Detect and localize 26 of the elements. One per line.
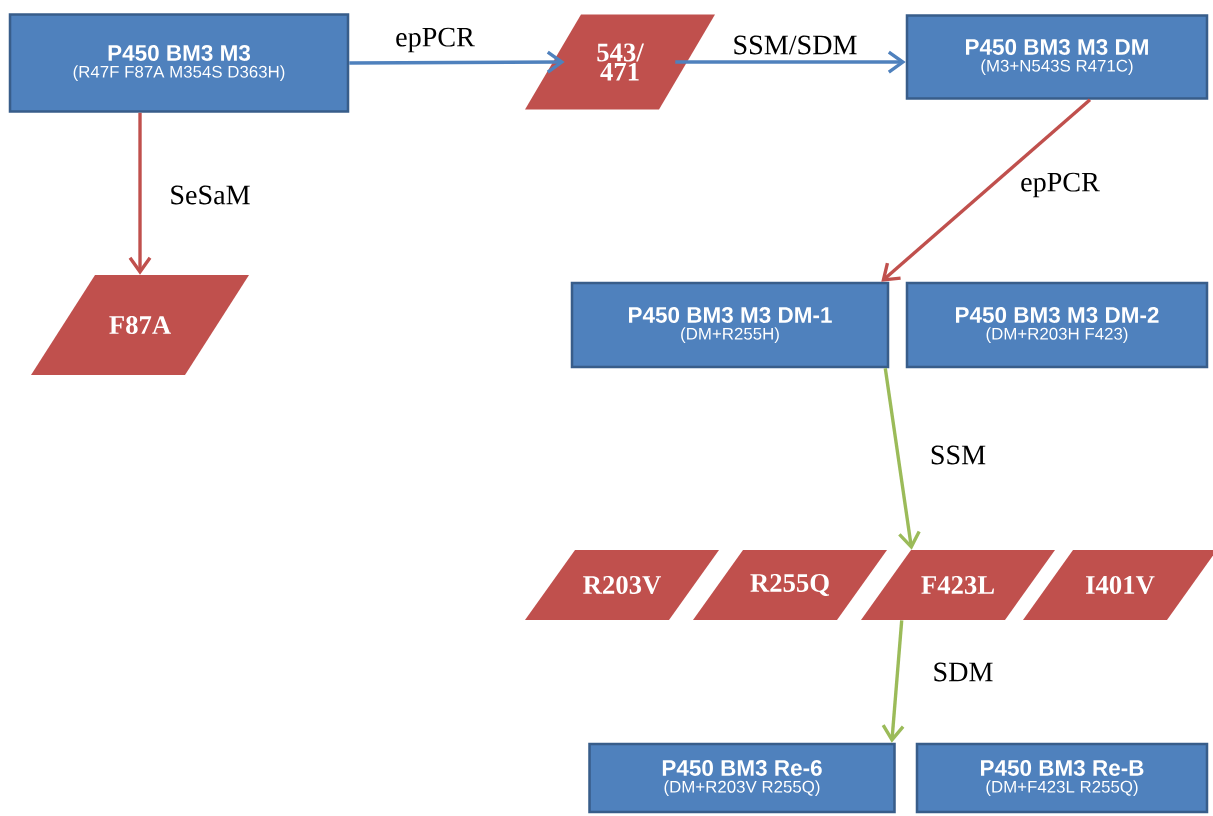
- process-box: P450 BM3 Re-B (DM+F423L R255Q): [915, 742, 1209, 814]
- edge-label: SDM: [931, 661, 995, 683]
- node-label: F423L: [921, 576, 994, 594]
- arrow: [349, 50, 565, 74]
- edge-label: epPCR: [393, 26, 477, 54]
- mutation-parallelogram: F423L: [861, 550, 1055, 620]
- mutation-parallelogram: F87A: [31, 275, 249, 375]
- edge-label: SSM/SDM: [731, 34, 859, 56]
- arrow: [128, 112, 152, 275]
- node-label: I401V: [1086, 575, 1155, 595]
- edge-label: epPCR: [1018, 171, 1102, 199]
- process-box: P450 BM3 Re-6 (DM+R203V R255Q): [588, 742, 896, 814]
- mutation-parallelogram: I401V: [1023, 550, 1213, 620]
- process-box: P450 BM3 M3 DM (M3+N543S R471C): [905, 14, 1209, 100]
- mutation-parallelogram: R255Q: [693, 550, 887, 620]
- edge-label: SSM: [928, 444, 988, 466]
- arrow: [675, 50, 906, 74]
- mutation-parallelogram: R203V: [525, 550, 719, 620]
- arrow: [881, 620, 905, 743]
- mutation-parallelogram: 543/ 471: [525, 14, 715, 110]
- process-box: P450 BM3 M3 DM-2 (DM+R203H F423): [905, 281, 1209, 369]
- arrow: [883, 368, 921, 550]
- arrow: [881, 98, 1092, 282]
- process-box: P450 BM3 M3 DM-1 (DM+R255H): [570, 281, 890, 369]
- process-box: P450 BM3 M3 (R47F F87A M354S D363H): [8, 13, 350, 113]
- edge-label: SeSaM: [168, 184, 253, 206]
